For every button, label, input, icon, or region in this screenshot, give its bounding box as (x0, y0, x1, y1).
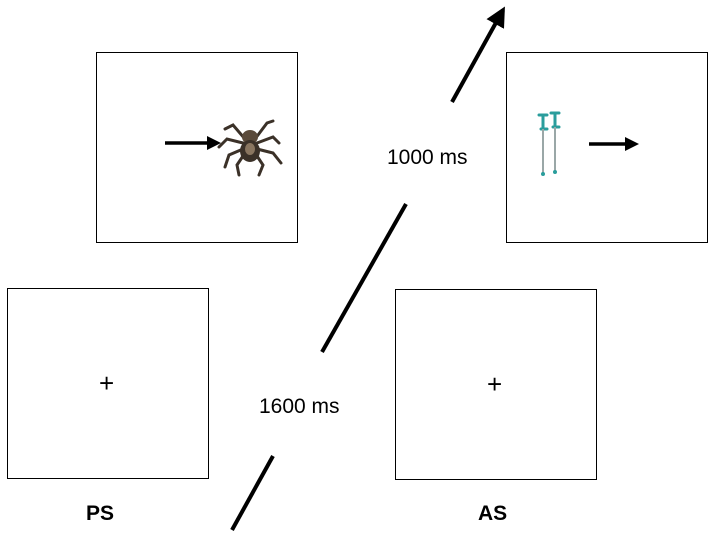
crutches-icon (537, 111, 561, 176)
as-fixation-frame: + (395, 289, 597, 480)
spider-icon (217, 119, 283, 177)
as-target-frame (506, 52, 708, 243)
arrow-right-icon (589, 137, 639, 151)
ps-condition-label: PS (86, 502, 115, 525)
target-duration-label: 1000 ms (387, 146, 468, 169)
ps-target-frame (96, 52, 298, 243)
fixation-duration-label: 1600 ms (259, 395, 340, 418)
arrow-right-icon (165, 136, 221, 150)
ps-fixation-frame: + (7, 288, 209, 479)
timeline-segment-1 (230, 455, 275, 531)
as-condition-label: AS (478, 502, 508, 525)
as-fixation-cross: + (487, 369, 503, 399)
timeline-segment-2 (320, 203, 408, 353)
timeline-arrow (450, 6, 505, 103)
ps-fixation-cross: + (99, 368, 115, 398)
